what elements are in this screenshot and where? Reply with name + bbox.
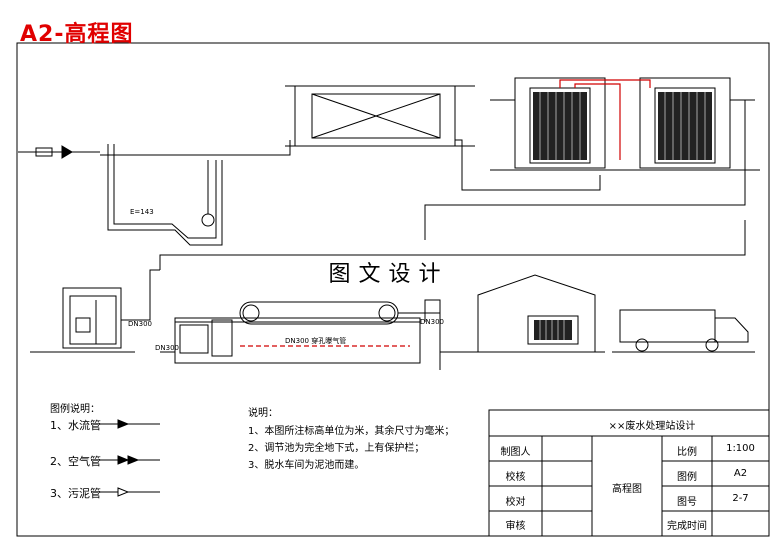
tb-row-2-value: A2 xyxy=(733,468,748,479)
pipe-label-dn300-a: DN300 xyxy=(128,320,152,328)
bottom-process xyxy=(30,269,755,370)
elevation-label: E=143 xyxy=(130,208,154,216)
watermark-text: 图文设计 xyxy=(296,258,481,292)
notes-title: 说明： xyxy=(248,408,278,419)
note-2: 2、调节池为完全地下式，上有保护栏； xyxy=(248,443,425,454)
drawing-border xyxy=(16,42,770,537)
tb-row-2-label: 图例 xyxy=(677,472,697,483)
membrane-module-1 xyxy=(533,92,587,160)
tb-row-3-label: 图号 xyxy=(677,497,697,508)
pipe-label-dn300-side: DN300 xyxy=(420,318,444,326)
tb-row-1-value: 1:100 xyxy=(726,443,755,454)
tb-row-4-left: 审核 xyxy=(505,521,526,532)
tb-row-1-left: 制图人 xyxy=(500,447,531,458)
tb-row-1-label: 比例 xyxy=(677,447,697,458)
tb-row-2-left: 校核 xyxy=(505,472,526,483)
note-3: 3、脱水车间为泥池而建。 xyxy=(248,460,365,471)
membrane-module-2 xyxy=(658,92,712,160)
pipe-label-dn300-b: DN300 xyxy=(155,344,179,352)
drawing-title: A2-高程图 xyxy=(20,22,134,47)
legend-item-sludge: 3、污泥管 xyxy=(50,487,101,500)
tb-row-3-value: 2-7 xyxy=(732,493,749,504)
tb-row-3-left: 校对 xyxy=(505,497,526,508)
filter-press xyxy=(534,320,572,340)
air-pipes-red xyxy=(559,79,651,160)
title-block-project: ××废水处理站设计 xyxy=(608,421,696,432)
top-process xyxy=(18,77,760,270)
membrane-lines xyxy=(539,92,706,160)
legend-item-air: 2、空气管 xyxy=(50,455,101,468)
title-block-grid xyxy=(488,409,770,537)
title-block-drawing-name: 高程图 xyxy=(612,484,642,495)
note-1: 1、本图所注标高单位为米，其余尺寸为毫米； xyxy=(248,426,455,437)
pipe-label-dn300-mid: DN300 穿孔曝气管 xyxy=(285,337,347,345)
legend-title: 图例说明： xyxy=(50,404,100,415)
legend-item-water: 1、水流管 xyxy=(50,419,101,432)
tb-row-4-label: 完成时间 xyxy=(667,521,707,532)
legend-arrows xyxy=(100,419,160,497)
